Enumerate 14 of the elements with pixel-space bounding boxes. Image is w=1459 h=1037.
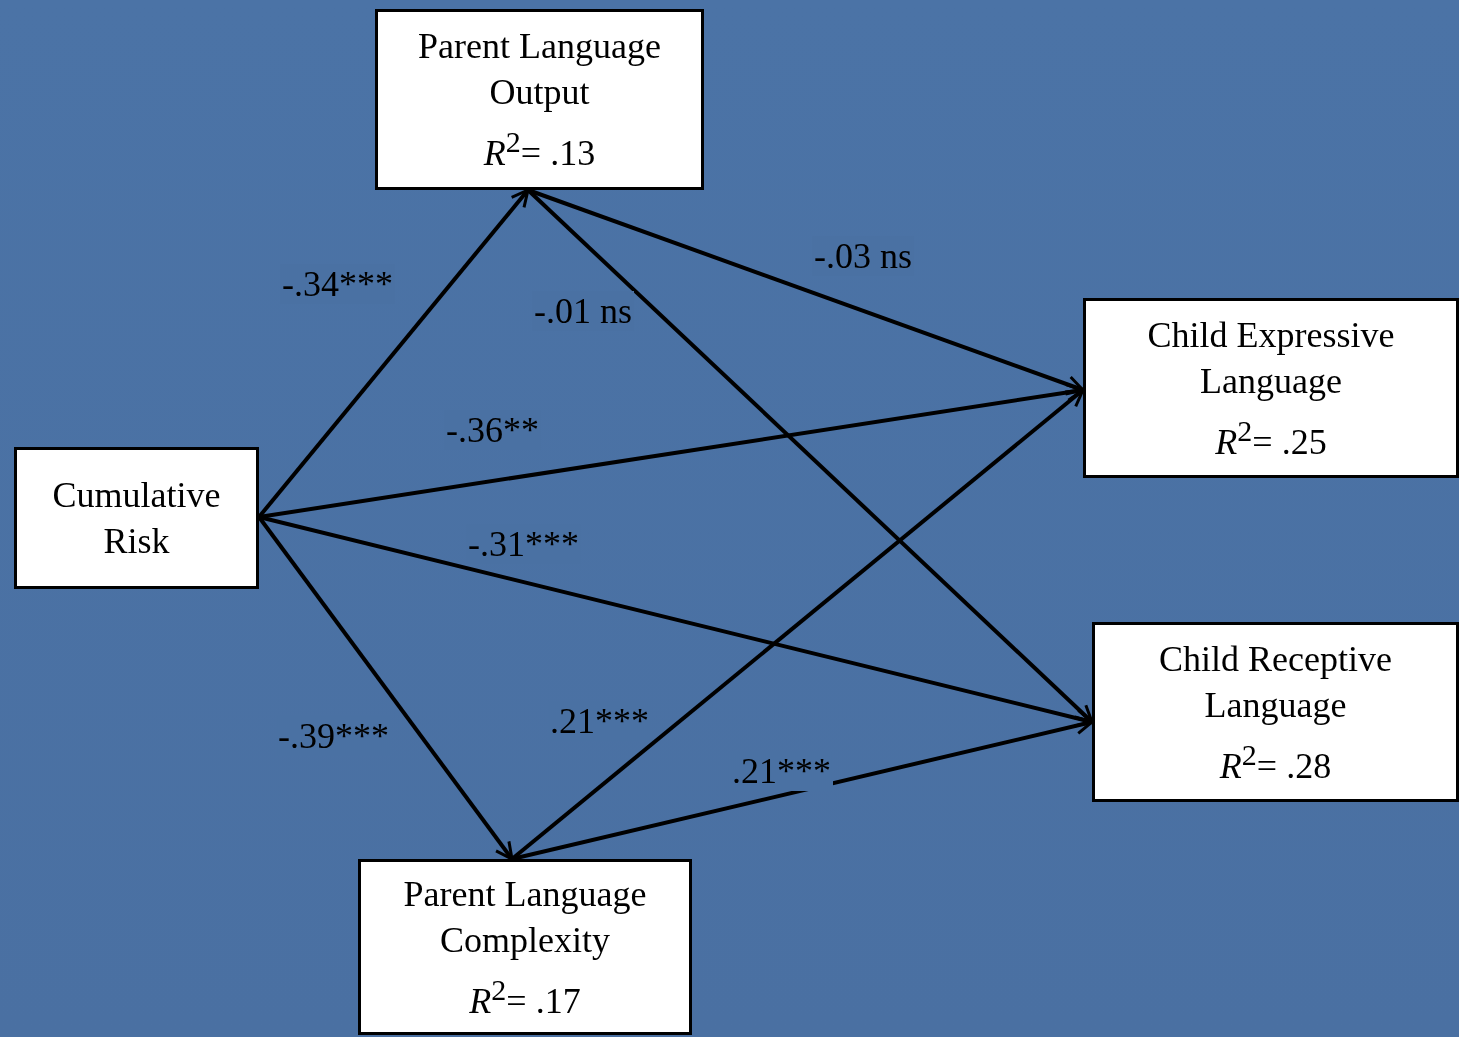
variable-name: Cumulative Risk bbox=[51, 474, 222, 563]
variable-box bbox=[375, 9, 704, 190]
variable-name: Parent Language Complexity bbox=[402, 872, 648, 962]
variable-box bbox=[358, 859, 692, 1035]
variable-name: Child Receptive Language bbox=[1158, 637, 1393, 727]
variable-box bbox=[1083, 298, 1459, 478]
variable-name: Parent Language Output bbox=[417, 25, 662, 114]
r-squared-value: R$^{2}$= .25 bbox=[1214, 412, 1328, 464]
r-squared-value: R$^{2}$= .13 bbox=[482, 124, 597, 175]
r-squared-value: R$^{2}$= .28 bbox=[1218, 736, 1333, 788]
r-squared-value: R$^{2}$= .17 bbox=[468, 971, 582, 1023]
variable-name: Child Expressive Language bbox=[1146, 313, 1396, 403]
variable-box bbox=[14, 447, 259, 589]
variable-box bbox=[1092, 622, 1459, 802]
